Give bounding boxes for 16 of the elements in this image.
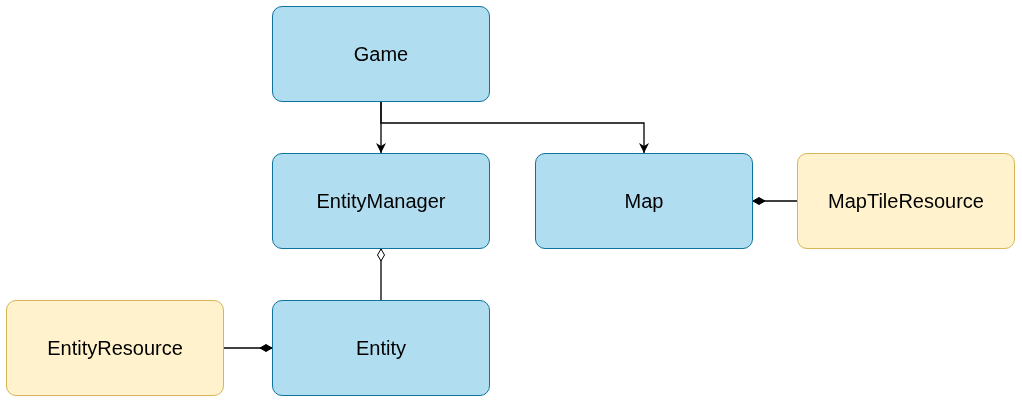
association-line (752, 197, 798, 205)
class-name: Entity (356, 336, 406, 361)
class-box (272, 153, 490, 249)
class-box (797, 153, 1015, 249)
class-name: Game (353, 42, 409, 67)
class-box (6, 300, 224, 396)
class-box (272, 6, 490, 102)
class-name: MapTileResource (828, 189, 984, 214)
class-box (535, 153, 753, 249)
class-name: EntityManager (316, 189, 446, 214)
association-line (223, 344, 273, 352)
arrow (380, 101, 649, 154)
class-name: EntityResource (47, 336, 183, 361)
association-line (377, 248, 385, 301)
class-name: Map (624, 189, 664, 214)
class-box (272, 300, 490, 396)
